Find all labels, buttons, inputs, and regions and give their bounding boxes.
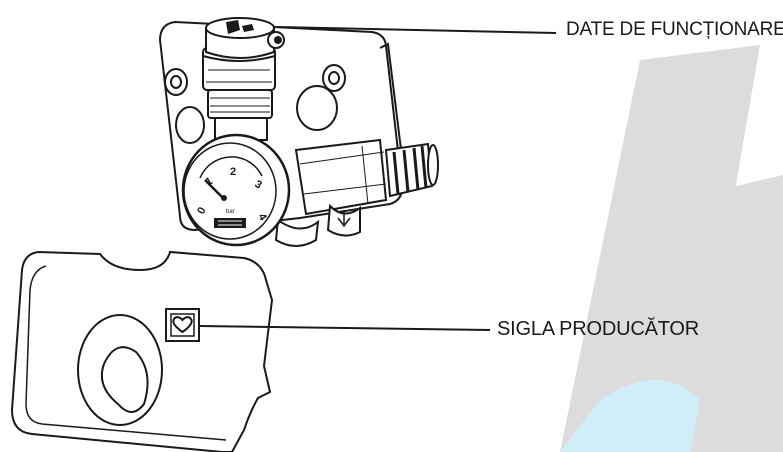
watermark — [560, 45, 783, 452]
heart-logo-badge — [165, 308, 200, 342]
pressure-reducing-valve — [294, 138, 439, 237]
pressure-gauge — [181, 133, 320, 247]
cover-panel — [10, 250, 274, 452]
valve-knob — [205, 17, 285, 59]
leader-lines — [198, 26, 557, 331]
callout-manufacturer-logo: SIGLA PRODUCĂTOR — [497, 318, 700, 340]
leader-line-operating-data — [277, 26, 557, 34]
callout-operating-data: DATE DE FUNCȚIONARE — [566, 19, 783, 40]
leader-line-manufacturer-logo — [198, 325, 491, 331]
